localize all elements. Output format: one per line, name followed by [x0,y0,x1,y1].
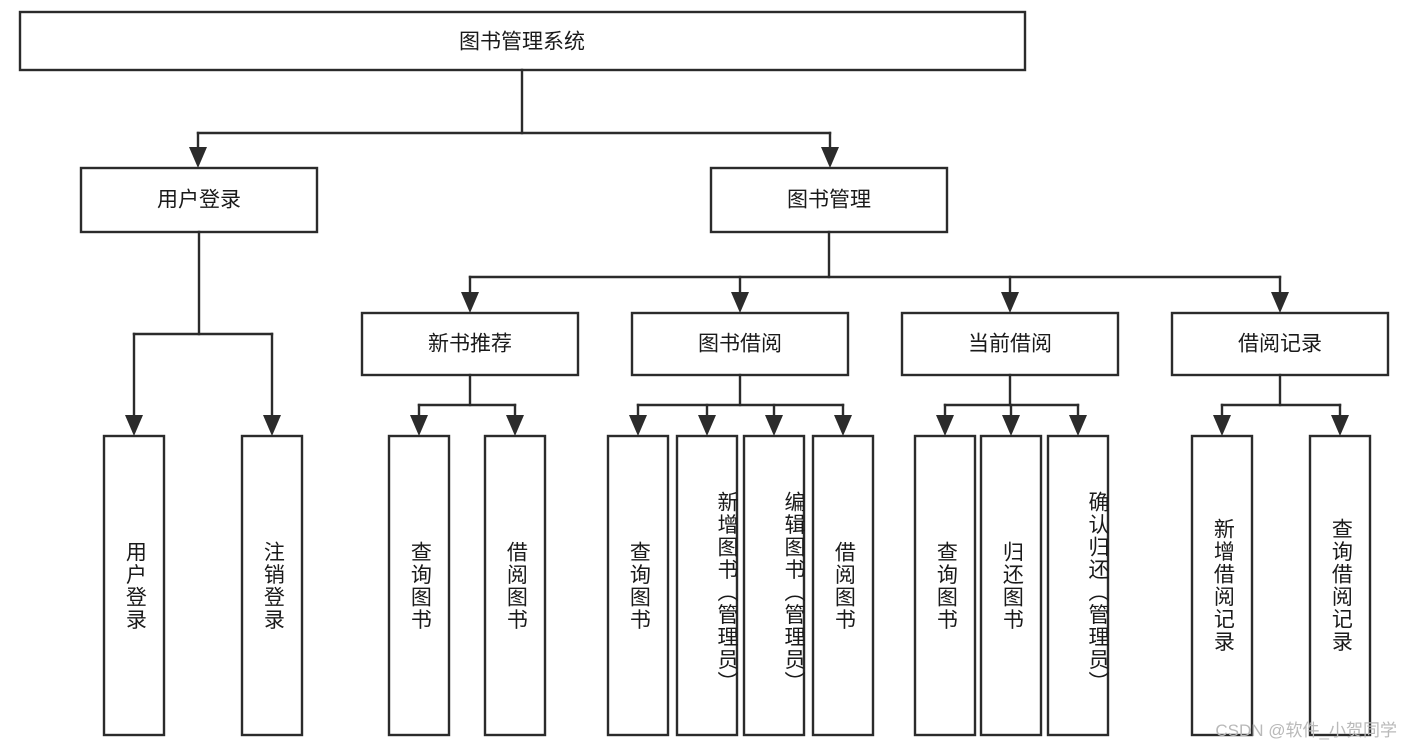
user-login-label: 用户登录 [157,189,241,212]
arrow-icon [1001,292,1019,313]
node-book-borrow[interactable]: 图书借阅 [630,311,850,377]
arrow-icon [765,415,783,436]
arrow-icon [410,415,428,436]
node-root[interactable]: 图书管理系统 [18,10,1027,72]
new-book-recommend-box[interactable] [360,311,580,377]
node-book-management[interactable]: 图书管理 [709,166,949,234]
leaf-box-book-borrow-1[interactable] [675,434,739,737]
leaf-box-current-borrow-1[interactable] [979,434,1043,737]
book-borrow-label: 图书借阅 [698,333,782,356]
connector-current-borrow-to-leaves [936,373,1087,436]
arrow-icon [189,147,207,168]
node-borrow-record[interactable]: 借阅记录 [1170,311,1390,377]
arrow-icon [731,292,749,313]
new-book-recommend-label: 新书推荐 [428,333,512,356]
arrow-icon [629,415,647,436]
borrow-record-label: 借阅记录 [1238,333,1322,356]
arrow-icon [1002,415,1020,436]
root-box[interactable] [18,10,1027,72]
arrow-icon [1331,415,1349,436]
leaf-box-new-book-recommend-0[interactable] [387,434,451,737]
leaf-box-borrow-record-0[interactable] [1190,434,1254,737]
leaf-box-book-borrow-2[interactable] [742,434,806,737]
arrow-icon [1213,415,1231,436]
leaf-box-borrow-record-1[interactable] [1308,434,1372,737]
leaf-box-user-login-1[interactable] [240,434,304,737]
leaf-box-current-borrow-0[interactable] [913,434,977,737]
book-management-label: 图书管理 [787,189,871,212]
arrow-icon [1069,415,1087,436]
root-label: 图书管理系统 [459,31,585,54]
csdn-watermark: CSDN @软件_小贺同学 [1215,721,1397,740]
current-borrow-box[interactable] [900,311,1120,377]
arrow-icon [698,415,716,436]
current-borrow-label: 当前借阅 [968,333,1052,356]
arrow-icon [461,292,479,313]
user-login-box[interactable] [79,166,319,234]
arrow-icon [936,415,954,436]
connector-book-borrow-to-leaves [629,373,852,436]
arrow-icon [834,415,852,436]
connector-book-management-to-level3 [461,230,1289,313]
arrow-icon [1271,292,1289,313]
leaf-box-current-borrow-2[interactable] [1046,434,1110,737]
leaf-box-book-borrow-0[interactable] [606,434,670,737]
leaf-box-user-login-0[interactable] [102,434,166,737]
arrow-icon [125,415,143,436]
arrow-icon [506,415,524,436]
connector-root-to-level2 [189,68,839,168]
node-new-book-recommend[interactable]: 新书推荐 [360,311,580,377]
leaf-box-book-borrow-3[interactable] [811,434,875,737]
arrow-icon [821,147,839,168]
node-user-login[interactable]: 用户登录 [79,166,319,234]
connector-user-login-to-leaves [125,230,281,436]
node-current-borrow[interactable]: 当前借阅 [900,311,1120,377]
leaf-box-new-book-recommend-1[interactable] [483,434,547,737]
arrow-icon [263,415,281,436]
connector-new-book-recommend-to-leaves [410,373,524,436]
connector-borrow-record-to-leaves [1213,373,1349,436]
